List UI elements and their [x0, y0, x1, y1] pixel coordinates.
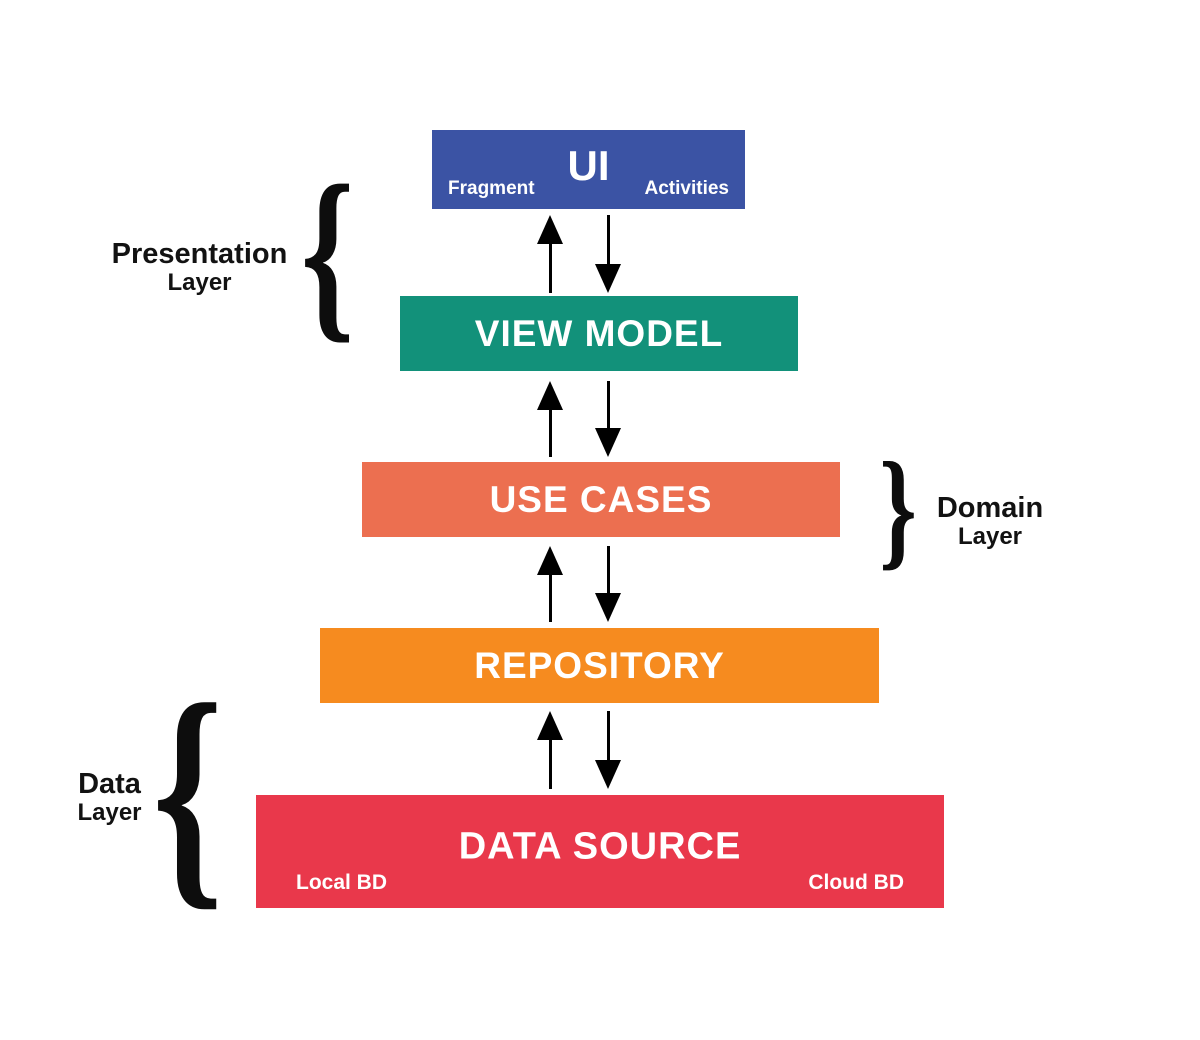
up-arrow-icon	[536, 711, 564, 789]
layer-box-data-source: DATA SOURCE Local BD Cloud BD	[256, 795, 944, 908]
data-layer-sub: Layer	[77, 799, 142, 827]
up-arrow-icon	[536, 546, 564, 622]
domain-layer-sub: Layer	[957, 523, 1023, 551]
layer-box-view-model: VIEW MODEL	[400, 296, 798, 371]
presentation-layer-label: Presentation Layer	[92, 238, 307, 297]
data-source-sub-local-bd: Local BD	[296, 871, 388, 894]
down-arrow-icon	[594, 215, 622, 293]
domain-layer-brace: }	[879, 435, 917, 583]
use-cases-box-title: USE CASES	[489, 478, 713, 520]
data-layer-name: Data	[78, 768, 141, 800]
repository-box-title: REPOSITORY	[474, 644, 725, 686]
down-arrow-icon	[594, 711, 622, 789]
data-source-sub-cloud-bd: Cloud BD	[808, 871, 904, 894]
down-arrow-icon	[594, 381, 622, 457]
layer-box-use-cases: USE CASES	[362, 462, 840, 537]
domain-layer-label: Domain Layer	[925, 492, 1055, 551]
presentation-layer-name: Presentation	[111, 238, 288, 270]
up-arrow-icon	[536, 215, 564, 293]
up-arrow-icon	[536, 381, 564, 457]
down-arrow-icon	[594, 546, 622, 622]
layer-box-repository: REPOSITORY	[320, 628, 879, 703]
ui-box-title: UI	[567, 142, 610, 190]
presentation-layer-sub: Layer	[167, 269, 232, 297]
data-source-box-title: DATA SOURCE	[458, 825, 742, 868]
layer-box-ui: UI Fragment Activities	[432, 130, 745, 209]
view-model-box-title: VIEW MODEL	[474, 312, 724, 354]
data-layer-label: Data Layer	[62, 768, 157, 827]
data-layer-brace: {	[152, 652, 224, 931]
ui-box-sub-fragment: Fragment	[448, 178, 535, 199]
domain-layer-name: Domain	[936, 492, 1044, 524]
ui-box-sub-activities: Activities	[644, 178, 729, 199]
